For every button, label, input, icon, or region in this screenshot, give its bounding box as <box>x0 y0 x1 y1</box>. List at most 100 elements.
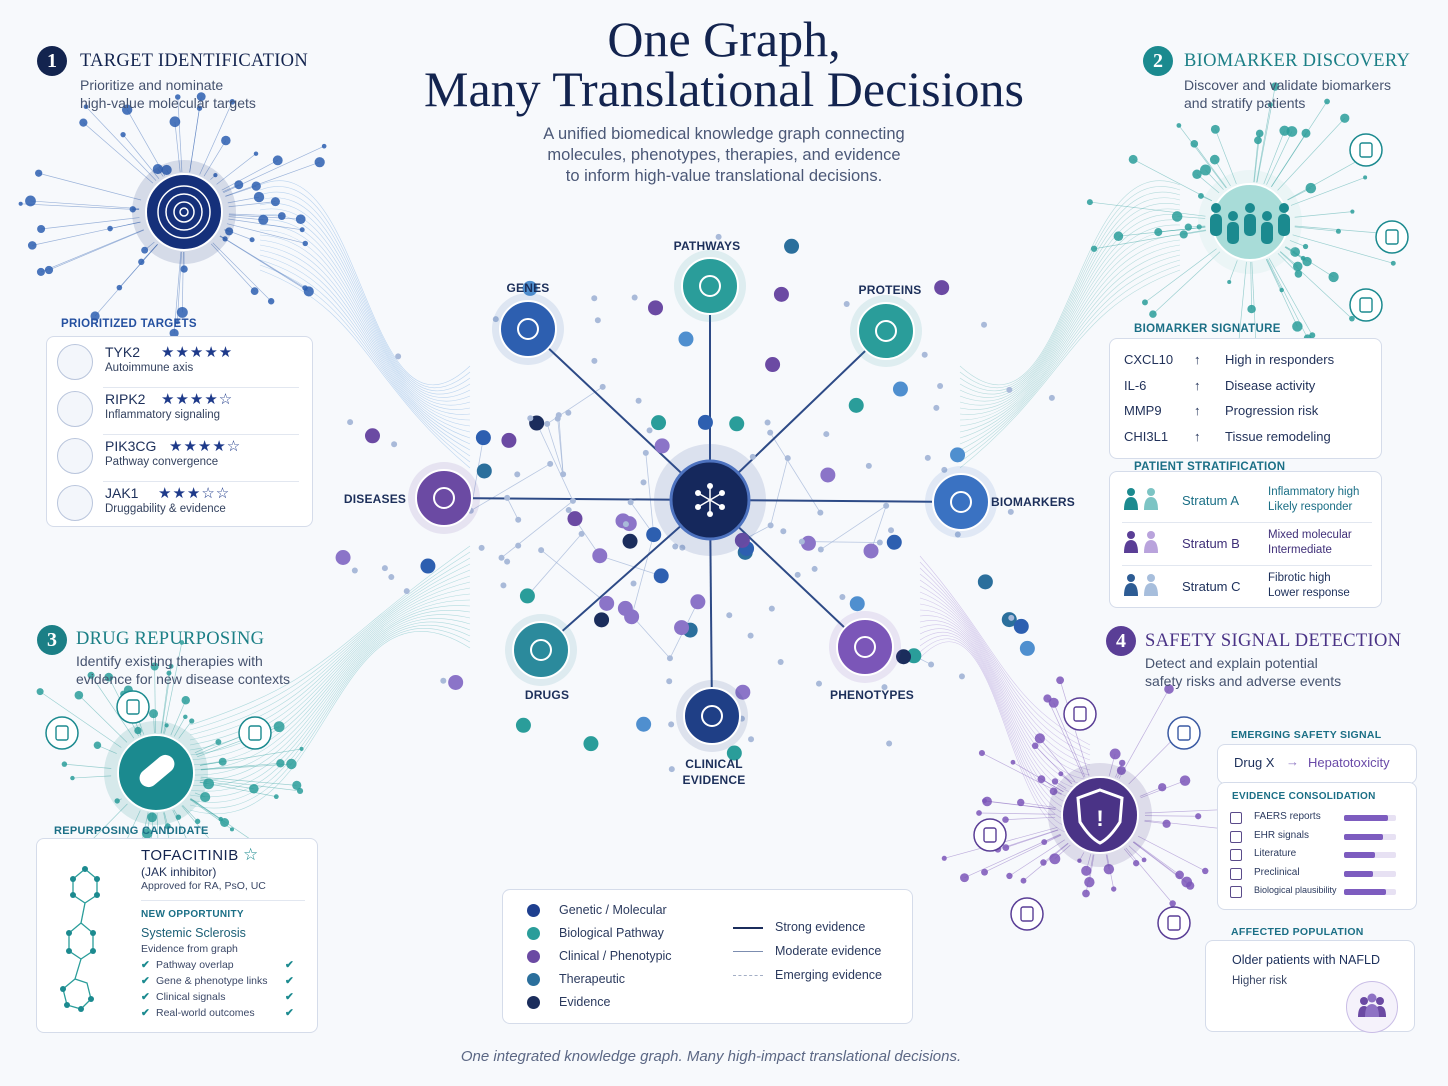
cluster-edge <box>78 694 128 743</box>
flow-line <box>919 638 1091 829</box>
flow-line <box>919 628 1091 812</box>
target-row-ripk2[interactable]: RIPK2 ★★★★☆ Inflammatory signaling <box>57 389 307 433</box>
cluster-edge <box>216 153 257 185</box>
legend-edge-item: Emerging evidence <box>733 967 903 985</box>
network-node <box>651 415 667 431</box>
population-name: Older patients with NAFLD <box>1232 953 1380 967</box>
check-row: ✔ Real-world outcomes ✔ <box>141 1007 301 1022</box>
flow-line <box>919 555 1091 746</box>
pathways-hub <box>681 257 739 315</box>
star-icon[interactable]: ☆ <box>243 845 259 864</box>
legend-node-item: Clinical / Phenotypic <box>527 948 727 966</box>
cluster-node <box>1111 886 1117 892</box>
cluster-node <box>1202 867 1209 875</box>
network-node <box>765 357 781 373</box>
hub-spoke <box>527 328 711 501</box>
network-node <box>811 565 818 572</box>
flow-line <box>259 224 471 415</box>
network-node <box>679 544 686 551</box>
target-row-pik3cg[interactable]: PIK3CG ★★★★☆ Pathway convergence <box>57 436 307 480</box>
flow-line <box>959 208 1181 402</box>
cluster-edge <box>1043 842 1069 863</box>
cluster-edge <box>1132 841 1191 886</box>
page-subtitle: A unified biomedical knowledge graph con… <box>474 124 974 187</box>
cluster-node <box>1200 164 1211 176</box>
evidence-bar-track <box>1344 833 1396 840</box>
marker-note: High in responders <box>1225 352 1335 367</box>
stratum-row-b[interactable]: Stratum B Mixed molecular Intermediate <box>1110 523 1383 563</box>
cluster-edge <box>199 101 233 175</box>
flow-line <box>189 618 471 792</box>
drug-name: TOFACITINIB <box>141 847 239 864</box>
cluster-node <box>1169 900 1176 907</box>
cluster-edge <box>225 185 257 197</box>
stratum-name: Stratum A <box>1182 493 1240 508</box>
cluster-edge <box>228 216 264 221</box>
cluster-edge <box>1263 130 1285 185</box>
network-icon-node <box>719 490 725 496</box>
cluster-node <box>61 761 68 767</box>
evidence-bar-track <box>1344 889 1396 895</box>
network-node <box>448 674 464 690</box>
cluster-node <box>273 794 279 800</box>
stratum-row-a[interactable]: Stratum A Inflammatory high Likely respo… <box>1110 480 1383 520</box>
cluster-node <box>1141 857 1147 863</box>
flow-line <box>259 208 471 402</box>
cluster-edge <box>190 798 225 823</box>
flow-line <box>189 625 471 803</box>
target-row-jak1[interactable]: JAK1 ★★★☆☆ Druggability & evidence <box>57 483 307 527</box>
cluster-node <box>1037 775 1046 784</box>
cluster-edge <box>1287 154 1369 201</box>
cluster-node <box>141 246 149 254</box>
drugs-hub <box>512 621 570 679</box>
cluster-node <box>1340 113 1350 123</box>
stratum-line-1: Mixed molecular <box>1268 529 1352 541</box>
genes-hub <box>499 300 557 358</box>
satellite-icon-glyph <box>983 827 997 843</box>
stratum-line-2: Intermediate <box>1268 544 1332 556</box>
stratum-row-c[interactable]: Stratum C Fibrotic high Lower response <box>1110 566 1383 606</box>
cluster-edge <box>1133 841 1180 876</box>
cluster-edge <box>225 161 320 197</box>
network-node <box>420 558 436 574</box>
satellite-icon-glyph <box>1167 915 1181 931</box>
cluster-edge <box>203 140 227 177</box>
cluster-node <box>1175 870 1184 880</box>
target-stars: ★★★☆☆ <box>158 485 231 502</box>
flow-line <box>919 620 1091 801</box>
network-node <box>646 527 662 543</box>
divider <box>103 481 299 482</box>
cluster-edge <box>210 243 255 292</box>
evidence-row: EHR signals <box>1230 829 1410 845</box>
cluster-node <box>1090 245 1098 252</box>
satellite-icon-glyph <box>1359 142 1373 158</box>
cluster-edge <box>83 122 154 184</box>
cluster-node <box>295 214 306 225</box>
cluster-edge <box>1196 173 1220 194</box>
cluster-edge <box>20 203 140 210</box>
network-node <box>476 463 492 479</box>
signature-row: MMP9 ↑ Progression risk <box>1124 403 1384 427</box>
cluster-node <box>1082 889 1090 898</box>
biomarker-signature-card: CXCL10 ↑ High in responders IL-6 ↑ Disea… <box>1109 338 1382 459</box>
target-row-tyk2[interactable]: TYK2 ★★★★★ Autoimmune axis <box>57 342 307 386</box>
cluster-node <box>314 157 325 168</box>
cluster-node <box>225 227 234 236</box>
cluster-edge <box>1085 854 1094 894</box>
cluster-edge <box>223 145 325 193</box>
flow-line <box>919 609 1091 791</box>
clinical-evidence-hub <box>683 687 741 745</box>
network-node <box>501 432 517 448</box>
legend-node-label: Therapeutic <box>559 972 626 986</box>
satellite-icon <box>1349 288 1383 322</box>
cluster-edge <box>122 134 160 179</box>
cluster-edge <box>1256 86 1276 183</box>
network-node <box>351 567 358 574</box>
network-edge <box>501 500 574 559</box>
drug-class: (JAK inhibitor) <box>141 865 217 879</box>
network-node <box>388 574 395 581</box>
flow-line <box>919 615 1091 796</box>
network-node <box>666 655 673 662</box>
cluster-node <box>1279 287 1284 293</box>
cluster-edge <box>219 235 309 292</box>
